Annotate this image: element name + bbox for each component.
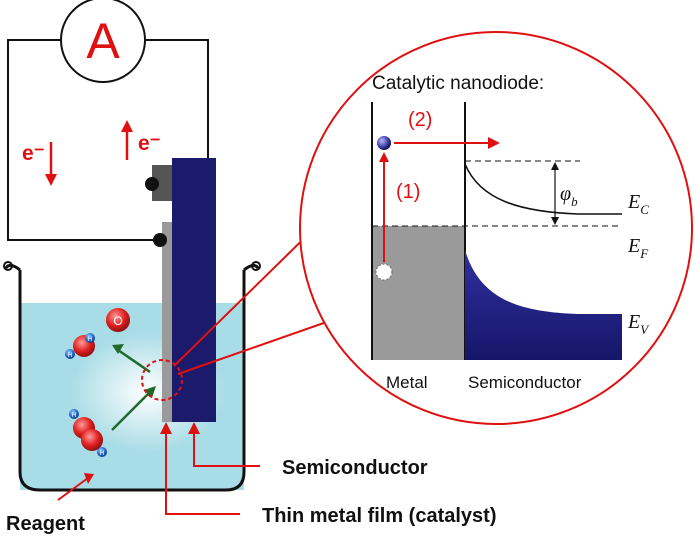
step-2-label: (2) (408, 109, 432, 131)
arrow-down-icon (551, 217, 559, 225)
product-arrow (117, 348, 151, 374)
zoom-region (141, 359, 183, 401)
inset-band-diagram: Catalytic nanodiode: φb EC EF EV (1) (2)… (299, 31, 693, 425)
arrow-up-icon (188, 422, 200, 434)
inset-title: Catalytic nanodiode: (372, 73, 544, 94)
semiconductor-label: Semiconductor (282, 457, 428, 479)
arrow-icon (144, 386, 156, 398)
conduction-band-curve (464, 163, 622, 215)
beaker-lip-left (3, 261, 13, 271)
atom-letter: H (72, 413, 76, 419)
reagent-label: Reagent (6, 513, 85, 535)
arrow-right-icon (488, 137, 500, 149)
valence-band-fill (465, 250, 622, 360)
ammeter: A (60, 0, 146, 83)
arrow-down-icon (45, 174, 57, 186)
valence-band-label: EV (627, 311, 650, 337)
arrow-up-icon (160, 422, 172, 434)
callout-metal-film: Thin metal film (catalyst) (160, 422, 497, 527)
ammeter-circle (60, 0, 146, 83)
contact-dot-bottom (153, 233, 167, 247)
semiconductor-block (172, 158, 216, 422)
zoom-connector-bottom (177, 317, 339, 375)
reaction-arrows (111, 344, 156, 431)
hole-state (375, 263, 393, 281)
metal-region (372, 226, 465, 360)
reactant-arrow (111, 391, 151, 431)
contact-pad (152, 165, 172, 201)
metal-film-label: Thin metal film (catalyst) (262, 505, 497, 527)
barrier-label: φb (560, 183, 578, 209)
electron-label-right: e⁻ (138, 132, 161, 155)
electron-label-left: e⁻ (22, 142, 45, 165)
arrow-icon (84, 473, 94, 484)
hydrogen-atom (97, 447, 107, 457)
hydrogen-atom (85, 333, 95, 343)
metal-label: Metal (386, 373, 428, 392)
arrow-up-icon (121, 120, 133, 132)
semiconductor-region-label: Semiconductor (468, 373, 582, 392)
electron-flow-left: e⁻ (22, 142, 57, 186)
step-1-label: (1) (396, 181, 420, 203)
arrow-icon (112, 344, 124, 354)
atom-letter: H (100, 451, 104, 457)
thin-metal-film (162, 222, 172, 422)
beaker-lip-right (251, 261, 261, 271)
arrow-up-icon (551, 162, 559, 170)
contact-dot-top (145, 177, 159, 191)
hydrogen-atom (69, 409, 79, 419)
ammeter-symbol: A (86, 13, 120, 69)
callout-reagent: Reagent (6, 473, 94, 535)
electron-flow-right: e⁻ (121, 120, 161, 160)
oxygen-atom (81, 429, 103, 451)
molecule-upper: O H H (65, 308, 130, 359)
arrow-up-icon (379, 152, 389, 162)
molecule-lower: H H (69, 409, 107, 457)
atom-letter: H (88, 337, 92, 343)
atom-letter: H (68, 353, 72, 359)
conduction-band-label: EC (627, 191, 649, 217)
hydrogen-atom (65, 349, 75, 359)
hot-electron (377, 136, 391, 150)
atom-letter: O (113, 314, 122, 328)
callout-semiconductor: Semiconductor (188, 422, 428, 479)
fermi-level-label: EF (627, 235, 649, 261)
oxygen-atom (106, 308, 130, 332)
